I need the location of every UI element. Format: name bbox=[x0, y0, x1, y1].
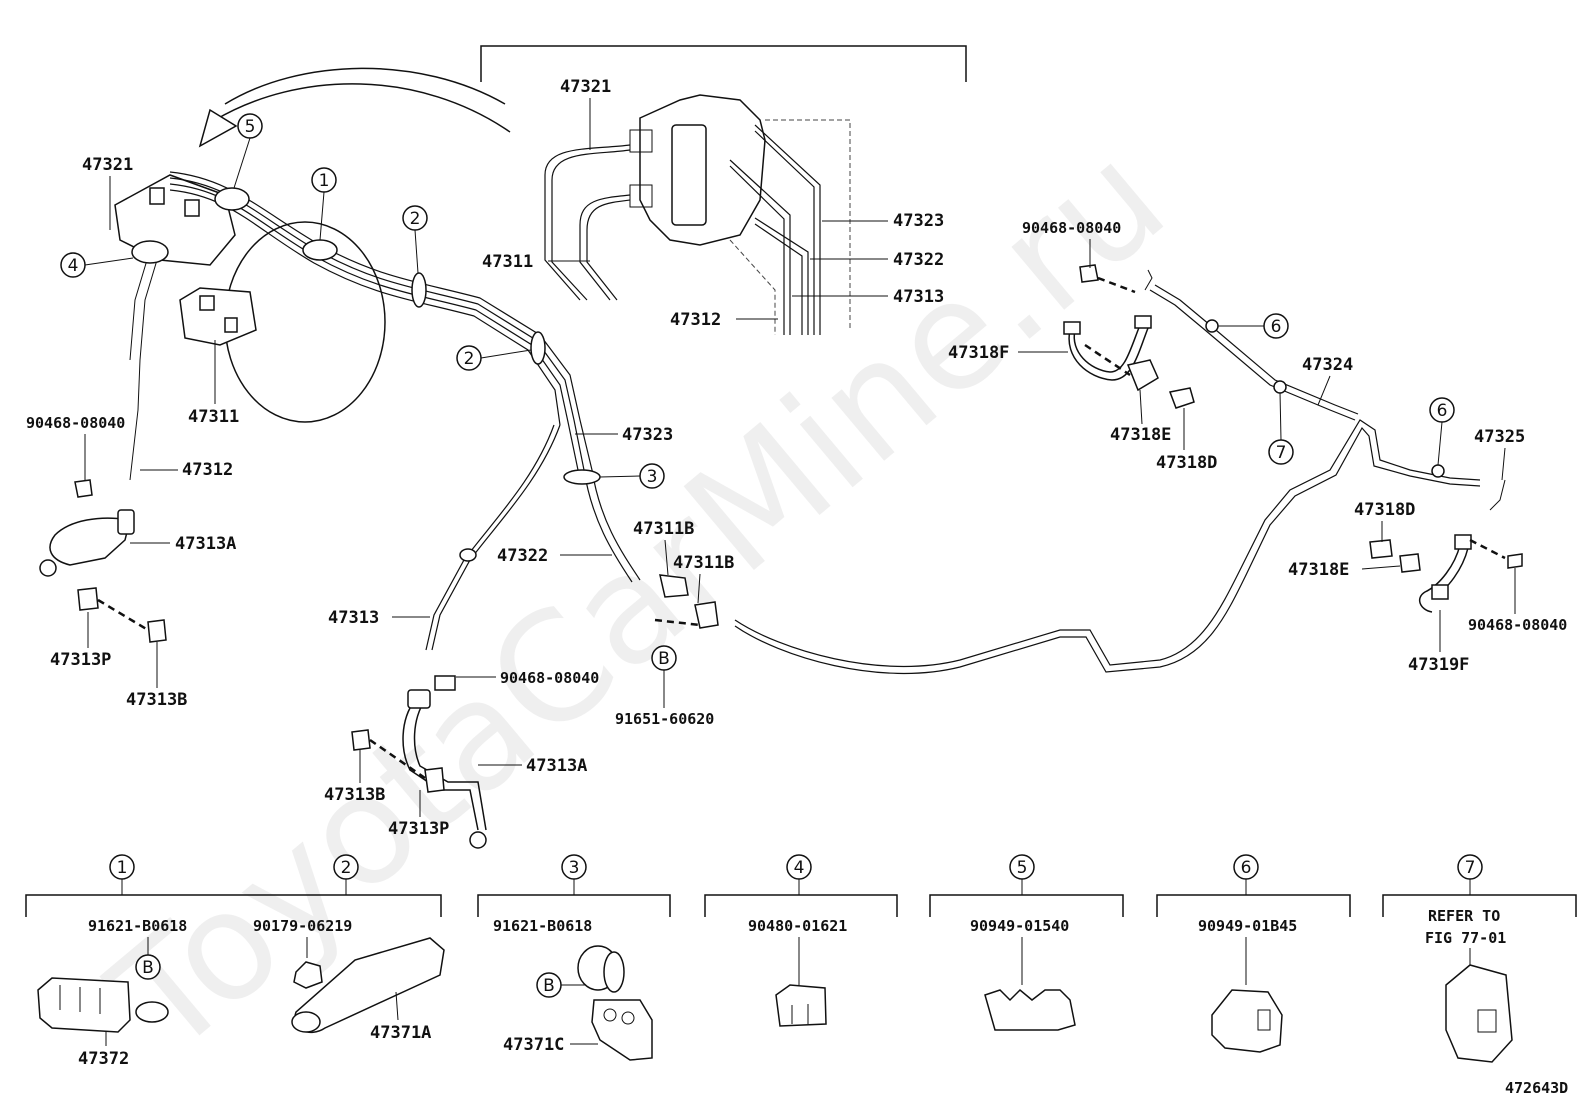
svg-text:90179-06219: 90179-06219 bbox=[253, 917, 352, 935]
svg-text:7: 7 bbox=[1276, 443, 1287, 463]
svg-text:B: B bbox=[658, 649, 670, 669]
label-47313-top: 47313 bbox=[893, 287, 944, 307]
label-47311B-2: 47311B bbox=[673, 553, 734, 573]
svg-text:4: 4 bbox=[794, 858, 805, 878]
svg-text:91621-B0618: 91621-B0618 bbox=[493, 917, 592, 935]
svg-text:1: 1 bbox=[319, 171, 330, 191]
diagram-id: 472643D bbox=[1505, 1079, 1568, 1097]
svg-text:7: 7 bbox=[1465, 858, 1476, 878]
callout-2b: 2 bbox=[456, 345, 532, 371]
label-47311-left: 47311 bbox=[188, 407, 239, 427]
legend-1: 1 91621-B0618 B 47372 bbox=[25, 854, 442, 1069]
label-47313B-left: 47313B bbox=[126, 690, 187, 710]
label-47312-top: 47312 bbox=[670, 310, 721, 330]
label-47322-top: 47322 bbox=[893, 250, 944, 270]
svg-text:5: 5 bbox=[1017, 858, 1028, 878]
svg-text:2: 2 bbox=[464, 349, 475, 369]
label-47312-left: 47312 bbox=[182, 460, 233, 480]
rear-left-hose bbox=[1063, 264, 1195, 409]
label-47318E-right: 47318E bbox=[1288, 560, 1349, 580]
main-pipe-bundle bbox=[131, 171, 641, 651]
svg-text:47372: 47372 bbox=[78, 1049, 129, 1069]
svg-text:3: 3 bbox=[647, 467, 658, 487]
watermark: ToyotaCarMine.ru bbox=[81, 112, 1197, 1088]
label-90468-right-bottom: 90468-08040 bbox=[1468, 616, 1567, 634]
label-47318E-top: 47318E bbox=[1110, 425, 1171, 445]
svg-text:B: B bbox=[142, 958, 154, 978]
callout-1: 1 bbox=[311, 167, 337, 241]
callout-4: 4 bbox=[60, 252, 134, 278]
label-90468-left: 90468-08040 bbox=[26, 414, 125, 432]
callout-6a: 6 bbox=[1205, 313, 1289, 339]
front-left-hose bbox=[39, 479, 167, 643]
svg-text:47371A: 47371A bbox=[370, 1023, 431, 1043]
rear-right-hose bbox=[1369, 479, 1523, 613]
label-47321-top: 47321 bbox=[560, 77, 611, 97]
svg-text:4: 4 bbox=[68, 256, 79, 276]
svg-text:90949-01B45: 90949-01B45 bbox=[1198, 917, 1297, 935]
label-90468-right-top: 90468-08040 bbox=[1022, 219, 1121, 237]
label-47313A-mid: 47313A bbox=[526, 756, 587, 776]
svg-text:90480-01621: 90480-01621 bbox=[748, 917, 847, 935]
label-47319F: 47319F bbox=[1408, 655, 1469, 675]
svg-text:B: B bbox=[543, 976, 555, 996]
legend-5: 5 90949-01540 bbox=[929, 854, 1124, 1031]
callout-6b: 6 bbox=[1429, 397, 1455, 478]
label-47318D-top: 47318D bbox=[1156, 453, 1217, 473]
svg-text:2: 2 bbox=[341, 858, 352, 878]
label-47313P-mid: 47313P bbox=[388, 819, 449, 839]
callout-3: 3 bbox=[599, 463, 665, 489]
svg-text:90949-01540: 90949-01540 bbox=[970, 917, 1069, 935]
svg-text:6: 6 bbox=[1271, 317, 1282, 337]
svg-text:REFER TO: REFER TO bbox=[1428, 907, 1500, 925]
label-47311B-1: 47311B bbox=[633, 519, 694, 539]
label-47323-mid: 47323 bbox=[622, 425, 673, 445]
callout-2a: 2 bbox=[402, 205, 428, 274]
label-47323-top: 47323 bbox=[893, 211, 944, 231]
legend-6: 6 90949-01B45 bbox=[1156, 854, 1351, 1053]
part-labels: 47321 47311 47312 47323 47322 47313 4732… bbox=[26, 77, 1567, 839]
legend-2: 2 90179-06219 47371A bbox=[253, 854, 445, 1043]
svg-text:6: 6 bbox=[1437, 401, 1448, 421]
label-47313A-left: 47313A bbox=[175, 534, 236, 554]
svg-text:2: 2 bbox=[410, 209, 421, 229]
label-47318F: 47318F bbox=[948, 343, 1009, 363]
label-47313P-left: 47313P bbox=[50, 650, 111, 670]
svg-text:3: 3 bbox=[569, 858, 580, 878]
legend-7: 7 REFER TO FIG 77-01 bbox=[1382, 854, 1577, 1063]
svg-text:1: 1 bbox=[117, 858, 128, 878]
label-47324: 47324 bbox=[1302, 355, 1353, 375]
legend-4: 4 90480-01621 bbox=[704, 854, 898, 1027]
label-47325: 47325 bbox=[1474, 427, 1525, 447]
svg-text:47371C: 47371C bbox=[503, 1035, 564, 1055]
svg-text:91621-B0618: 91621-B0618 bbox=[88, 917, 187, 935]
label-47322-mid: 47322 bbox=[497, 546, 548, 566]
svg-text:FIG 77-01: FIG 77-01 bbox=[1425, 929, 1506, 947]
label-47313-mid: 47313 bbox=[328, 608, 379, 628]
label-47321-left: 47321 bbox=[82, 155, 133, 175]
detail-inset bbox=[480, 45, 967, 335]
label-47318D-right: 47318D bbox=[1354, 500, 1415, 520]
legend-3: 3 91621-B0618 B 47371C bbox=[477, 854, 671, 1061]
label-47311-top: 47311 bbox=[482, 252, 533, 272]
svg-text:5: 5 bbox=[245, 117, 256, 137]
label-90468-mid: 90468-08040 bbox=[500, 669, 599, 687]
label-47313B-mid: 47313B bbox=[324, 785, 385, 805]
callout-7a: 7 bbox=[1268, 380, 1294, 465]
rear-pipes bbox=[734, 269, 1481, 674]
svg-text:6: 6 bbox=[1241, 858, 1252, 878]
label-91651: 91651-60620 bbox=[615, 710, 714, 728]
middle-hose bbox=[351, 574, 719, 849]
callout-5: 5 bbox=[233, 113, 263, 189]
callout-B-mid: B bbox=[651, 645, 677, 671]
